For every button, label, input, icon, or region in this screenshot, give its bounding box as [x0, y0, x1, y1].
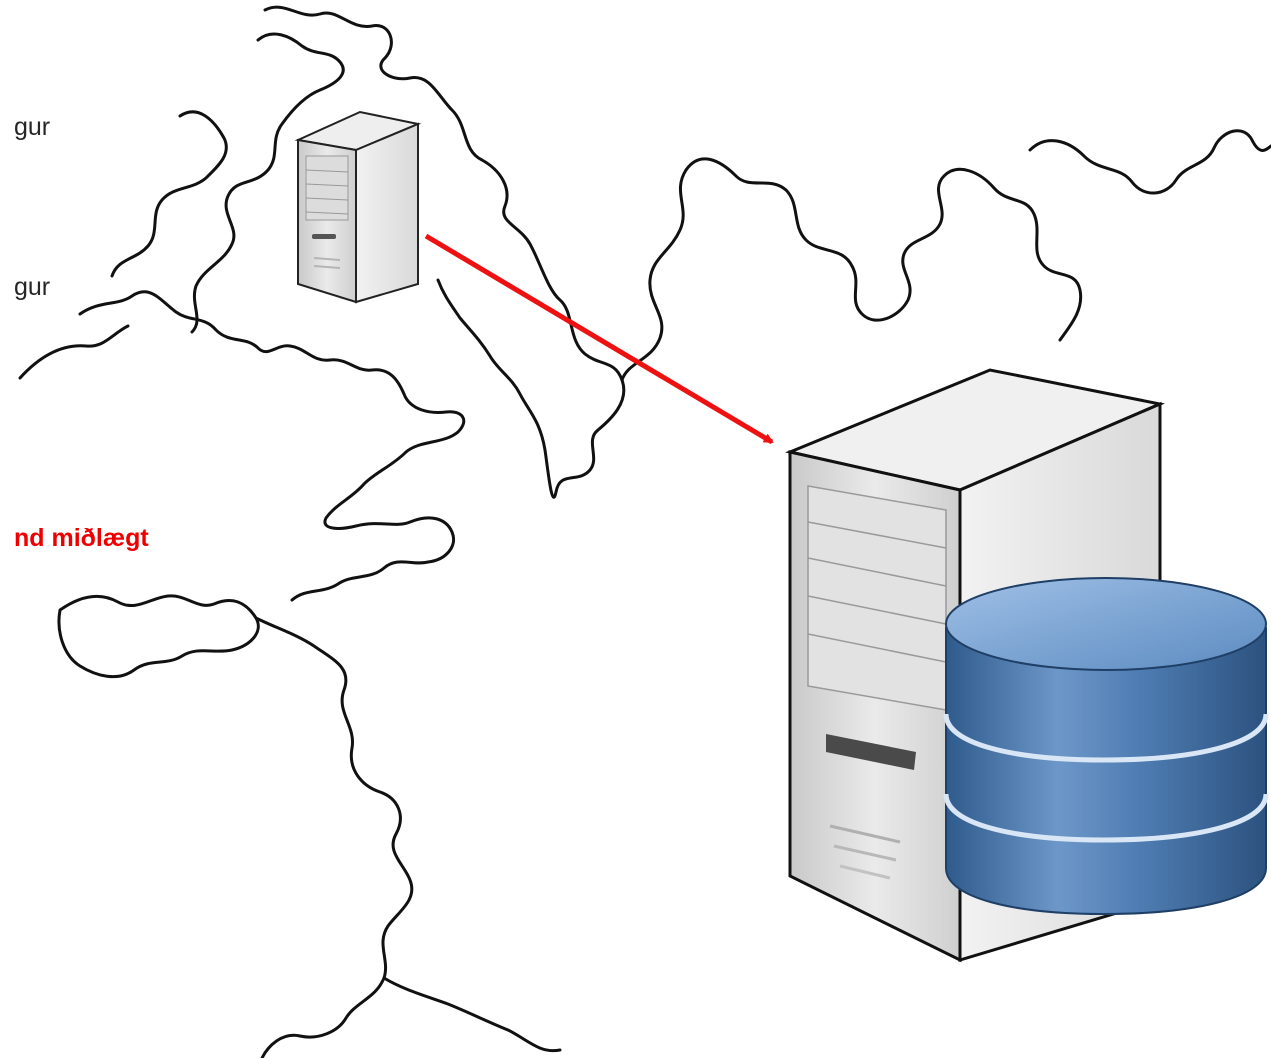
- text-line-1: gur: [14, 113, 51, 141]
- map-outline-icon: [18, 5, 1271, 1058]
- arrow-right-down-icon: [424, 233, 774, 445]
- small-server-icon: [294, 110, 422, 304]
- highlight-text: nd miðlægt: [14, 524, 149, 552]
- text-line-2: gur: [14, 273, 51, 301]
- database-icon: [943, 577, 1269, 916]
